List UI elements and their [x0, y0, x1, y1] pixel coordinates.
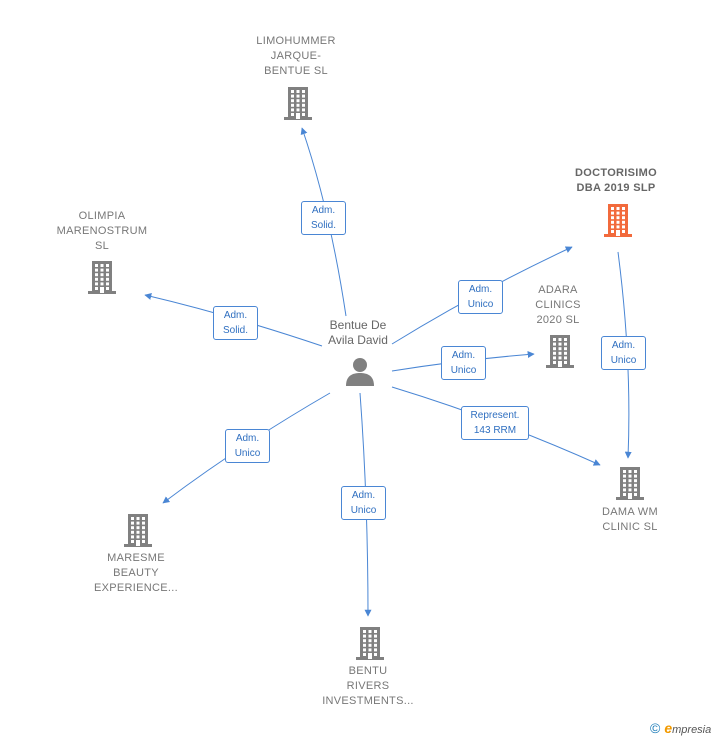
label-line: BENTUE SL	[264, 65, 328, 77]
edge-label-doctorisimo-dama[interactable]: Adm. Unico	[601, 336, 646, 370]
edge-label-line: Unico	[450, 365, 477, 376]
edge-label-adara[interactable]: Adm. Unico	[441, 346, 486, 380]
edge-label-dama[interactable]: Represent. 143 RRM	[461, 406, 529, 440]
label-line: MARESME	[107, 552, 165, 564]
label-line: MARENOSTRUM	[56, 225, 148, 237]
edge-label-line: Adm.	[468, 284, 493, 295]
label-line: BENTU	[348, 665, 388, 677]
building-icon-highlight[interactable]	[603, 203, 633, 237]
label-line: CLINICS	[535, 299, 581, 311]
label-line: DOCTORISIMO	[575, 167, 657, 179]
label-line: DAMA WM	[602, 506, 658, 518]
label-line: SL	[94, 240, 110, 252]
edge-label-line: Unico	[234, 448, 261, 459]
copyright-symbol: ©	[650, 720, 661, 736]
edge-label-line: Adm.	[451, 350, 476, 361]
label-line: EXPERIENCE...	[94, 582, 178, 594]
footer-brand[interactable]: ©empresia	[650, 720, 711, 736]
label-line: OLIMPIA	[78, 210, 126, 222]
edge-label-line: Solid.	[310, 220, 336, 231]
edge-label-line: Unico	[467, 299, 494, 310]
person-icon[interactable]	[345, 356, 375, 386]
edge-label-doctorisimo[interactable]: Adm. Unico	[458, 280, 503, 314]
company-label-limohummer[interactable]: LIMOHUMMER JARQUE- BENTUE SL	[236, 34, 356, 79]
label-line: LIMOHUMMER	[256, 35, 336, 47]
edge-label-maresme[interactable]: Adm. Unico	[225, 429, 270, 463]
building-icon[interactable]	[283, 86, 313, 120]
edge-label-line: Adm.	[223, 310, 248, 321]
building-icon[interactable]	[615, 466, 645, 500]
label-line: JARQUE-	[270, 50, 322, 62]
edge-label-limohummer[interactable]: Adm. Solid.	[301, 201, 346, 235]
company-label-adara[interactable]: ADARA CLINICS 2020 SL	[516, 283, 600, 328]
edge-label-line: Unico	[350, 505, 377, 516]
company-label-bentu[interactable]: BENTU RIVERS INVESTMENTS...	[308, 664, 428, 709]
edge-label-bentu[interactable]: Adm. Unico	[341, 486, 386, 520]
label-line: CLINIC SL	[602, 521, 658, 533]
edge-label-line: Adm.	[351, 490, 376, 501]
label-line: INVESTMENTS...	[322, 695, 414, 707]
edge-label-line: 143 RRM	[473, 425, 517, 436]
person-name-line2: Avila David	[328, 333, 388, 347]
label-line: DBA 2019 SLP	[576, 182, 656, 194]
building-icon[interactable]	[87, 260, 117, 294]
label-line: 2020 SL	[536, 314, 580, 326]
label-line: RIVERS	[346, 680, 390, 692]
company-label-doctorisimo[interactable]: DOCTORISIMO DBA 2019 SLP	[556, 166, 676, 196]
building-icon[interactable]	[123, 513, 153, 547]
brand-logo-text: mpresia	[672, 724, 712, 736]
label-line: BEAUTY	[113, 567, 159, 579]
brand-logo-initial: e	[664, 720, 673, 736]
company-label-olimpia[interactable]: OLIMPIA MARENOSTRUM SL	[42, 209, 162, 254]
edge-label-line: Unico	[610, 355, 637, 366]
edge-label-line: Solid.	[222, 325, 248, 336]
edge-label-line: Adm.	[235, 433, 260, 444]
edge-label-line: Adm.	[311, 205, 336, 216]
building-icon[interactable]	[355, 626, 385, 660]
company-label-maresme[interactable]: MARESME BEAUTY EXPERIENCE...	[76, 551, 196, 596]
building-icon[interactable]	[545, 334, 575, 368]
edge-label-olimpia[interactable]: Adm. Solid.	[213, 306, 258, 340]
person-name[interactable]: Bentue De Avila David	[318, 318, 398, 348]
edge-label-line: Represent.	[470, 410, 520, 421]
label-line: ADARA	[538, 284, 578, 296]
edge-label-line: Adm.	[611, 340, 636, 351]
person-name-line1: Bentue De	[329, 318, 387, 332]
company-label-dama[interactable]: DAMA WM CLINIC SL	[580, 505, 680, 535]
